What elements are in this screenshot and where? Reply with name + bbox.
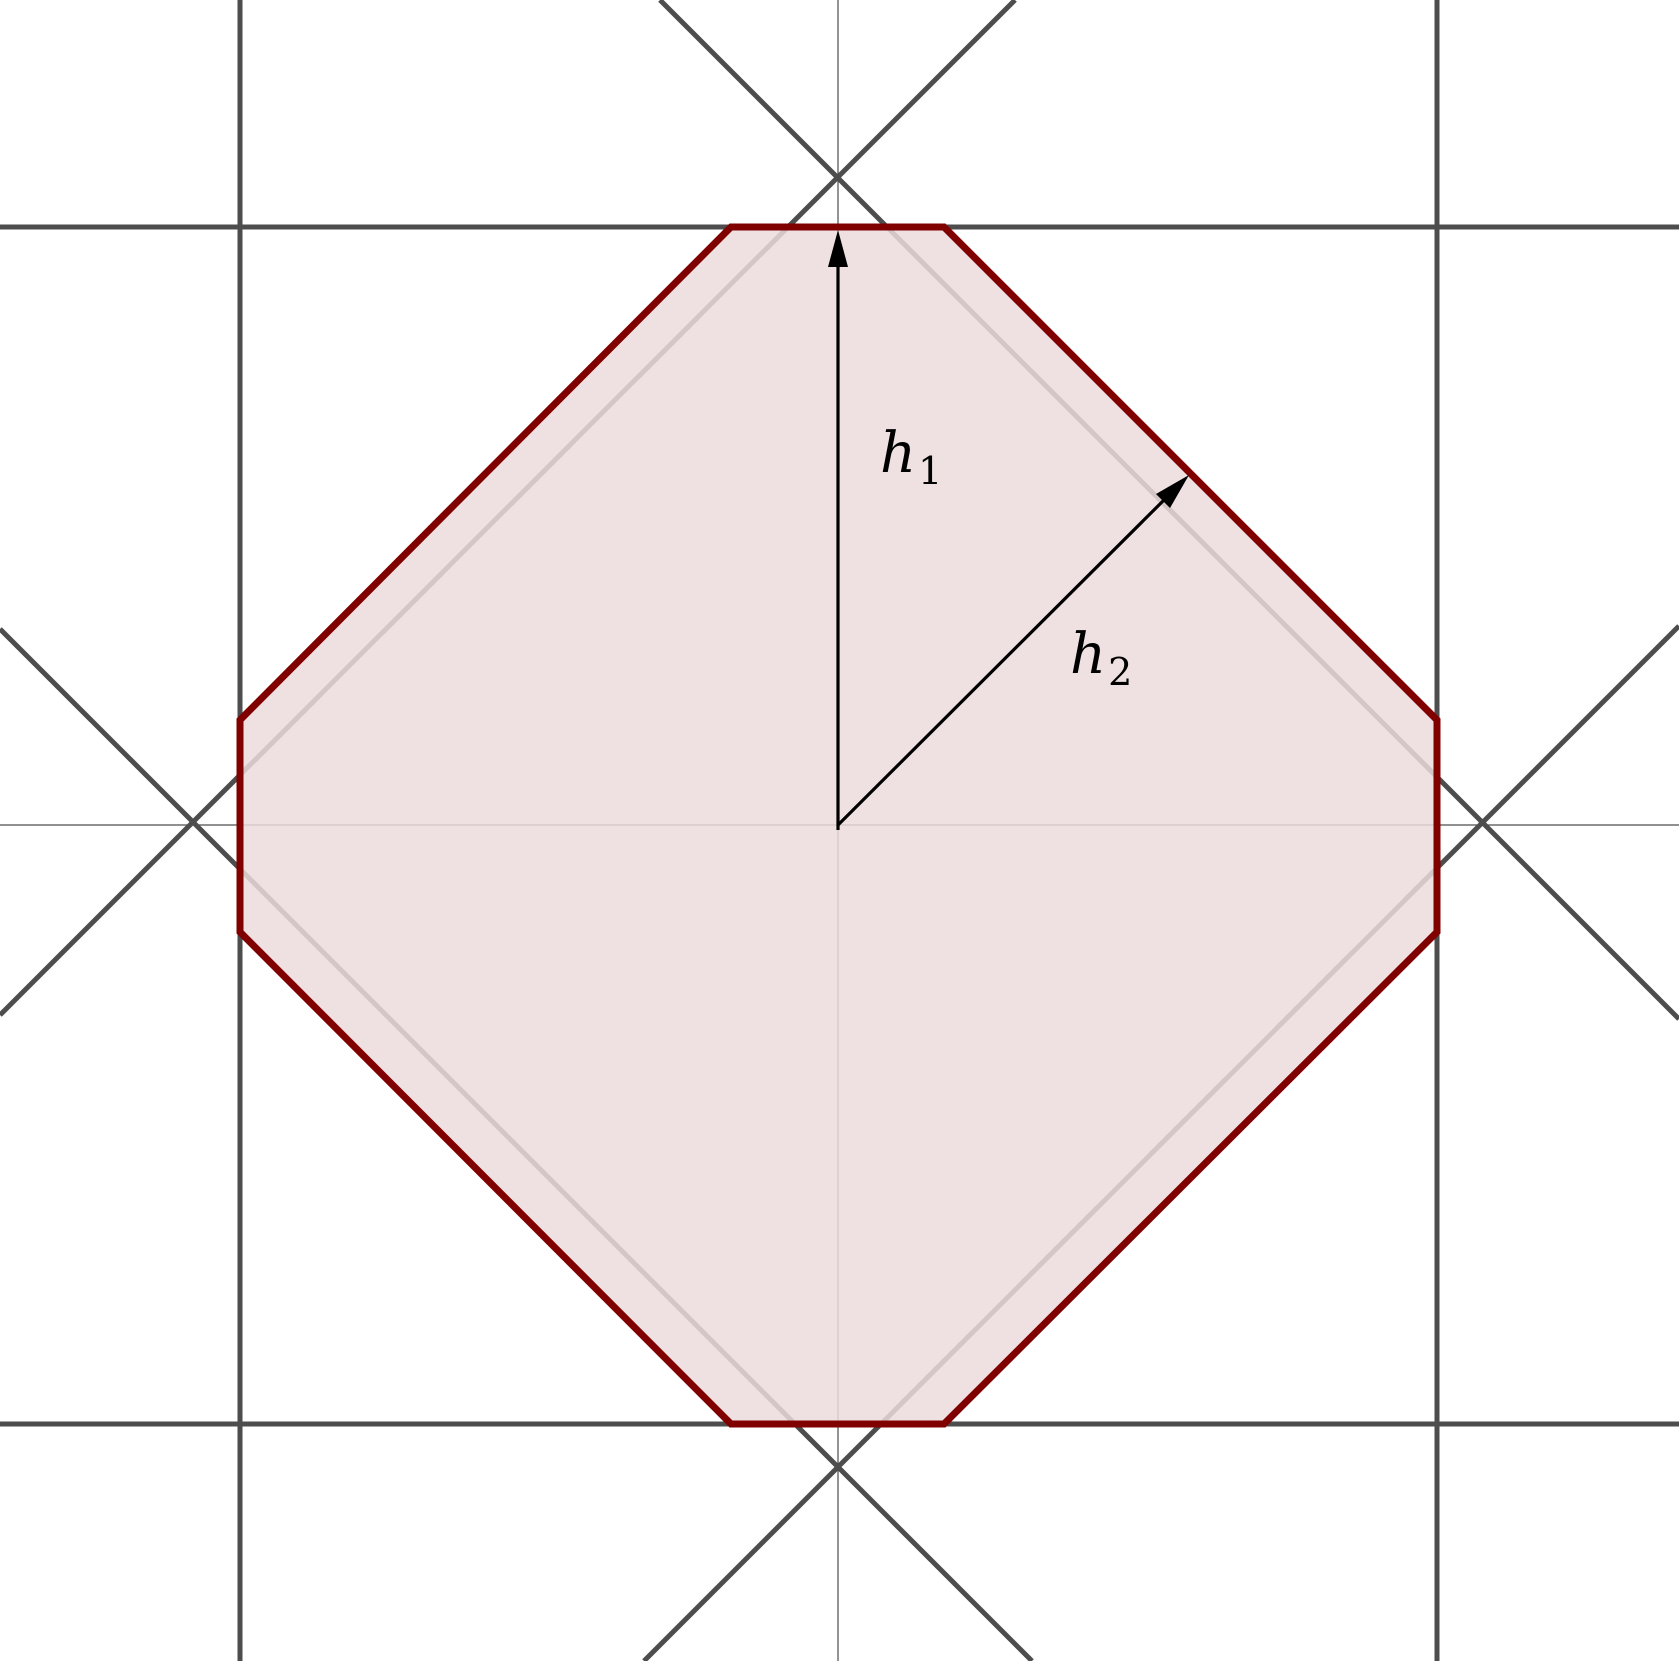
- vector-h1-arrowhead: [828, 230, 848, 267]
- label-h1-subscript: 1: [918, 449, 942, 493]
- label-h2: h2: [1070, 622, 1132, 694]
- label-h1: h1: [880, 421, 942, 493]
- vector-h2-shaft: [836, 495, 1169, 827]
- vector-h1: [828, 230, 848, 830]
- label-h1-base: h: [880, 421, 916, 486]
- label-h2-subscript: 2: [1108, 650, 1132, 694]
- label-h2-base: h: [1070, 622, 1106, 687]
- vector-h2: [836, 475, 1189, 827]
- vector-h2-arrowhead: [1156, 475, 1189, 508]
